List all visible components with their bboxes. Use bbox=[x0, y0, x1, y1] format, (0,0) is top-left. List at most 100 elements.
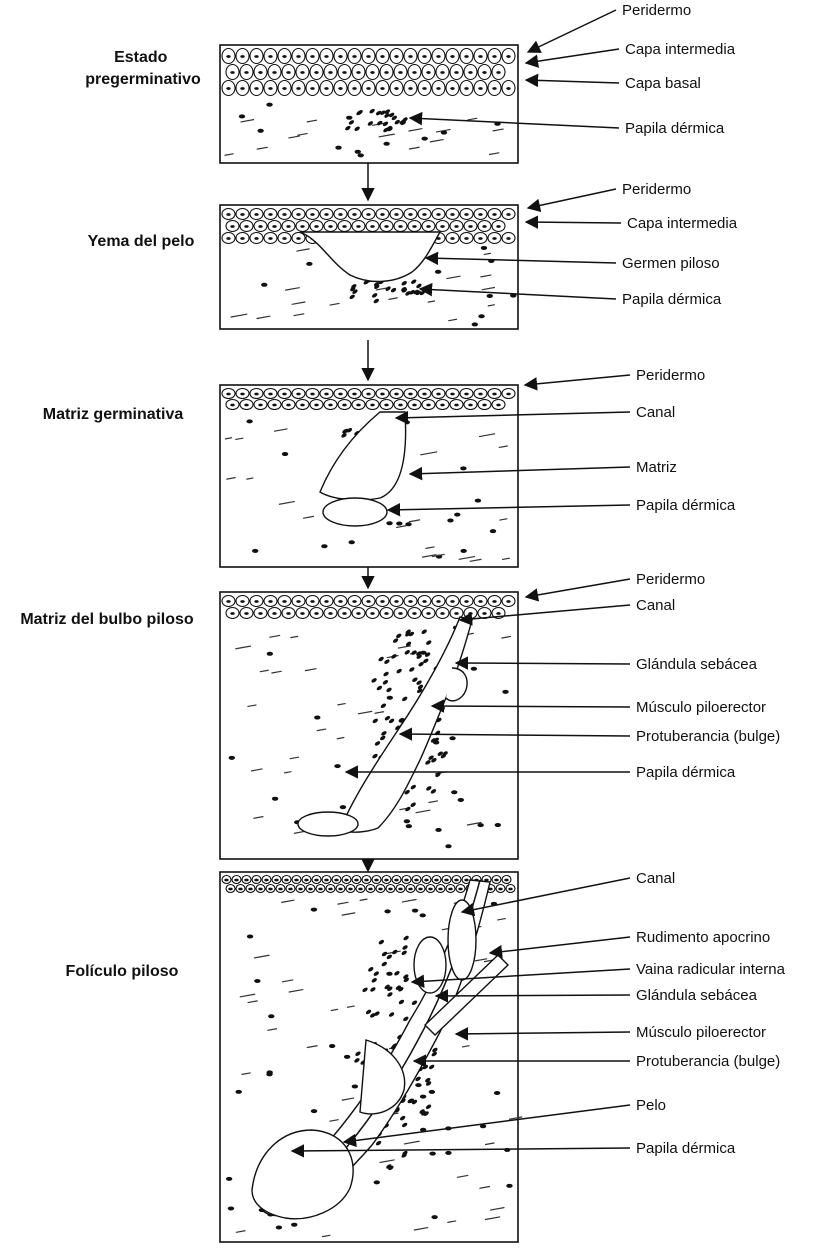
cell-nucleus bbox=[314, 879, 318, 882]
cell-nucleus bbox=[294, 879, 298, 882]
dermal-cell bbox=[420, 913, 426, 917]
dermal-cell bbox=[355, 150, 361, 154]
dermal-cell bbox=[252, 549, 258, 553]
cell-nucleus bbox=[268, 393, 272, 396]
cell-nucleus bbox=[240, 237, 244, 240]
cell-nucleus bbox=[226, 87, 230, 90]
cell-nucleus bbox=[398, 404, 402, 407]
cell-nucleus bbox=[296, 600, 300, 603]
cell-nucleus bbox=[282, 600, 286, 603]
cell-nucleus bbox=[422, 87, 426, 90]
cell-nucleus bbox=[300, 612, 304, 615]
dermal-cell bbox=[429, 1090, 435, 1094]
cell-nucleus bbox=[444, 879, 448, 882]
cell-nucleus bbox=[324, 55, 328, 58]
cell-nucleus bbox=[438, 888, 442, 891]
cell-nucleus bbox=[254, 55, 258, 58]
cell-nucleus bbox=[482, 404, 486, 407]
dermal-cell bbox=[340, 805, 346, 809]
cell-nucleus bbox=[450, 87, 454, 90]
cell-nucleus bbox=[268, 87, 272, 90]
cell-nucleus bbox=[328, 225, 332, 228]
cell-nucleus bbox=[398, 888, 402, 891]
cell-nucleus bbox=[408, 213, 412, 216]
cell-nucleus bbox=[230, 612, 234, 615]
cell-nucleus bbox=[448, 888, 452, 891]
cell-nucleus bbox=[370, 404, 374, 407]
cell-nucleus bbox=[342, 225, 346, 228]
dermal-cell bbox=[406, 824, 412, 828]
dermal-cell bbox=[396, 522, 402, 526]
cell-nucleus bbox=[464, 87, 468, 90]
cell-nucleus bbox=[436, 87, 440, 90]
callout-label: Canal bbox=[636, 404, 675, 421]
cell-nucleus bbox=[482, 71, 486, 74]
cell-nucleus bbox=[356, 225, 360, 228]
cell-nucleus bbox=[450, 213, 454, 216]
cell-nucleus bbox=[454, 404, 458, 407]
cell-nucleus bbox=[308, 888, 312, 891]
cell-nucleus bbox=[258, 888, 262, 891]
cell-nucleus bbox=[464, 237, 468, 240]
cell-nucleus bbox=[352, 600, 356, 603]
callout-label: Germen piloso bbox=[622, 255, 720, 272]
cell-nucleus bbox=[494, 879, 498, 882]
cell-nucleus bbox=[296, 237, 300, 240]
dermal-cell bbox=[386, 972, 392, 976]
cell-nucleus bbox=[388, 888, 392, 891]
epidermis-1 bbox=[222, 49, 515, 96]
cell-nucleus bbox=[224, 879, 228, 882]
cell-nucleus bbox=[506, 393, 510, 396]
cell-nucleus bbox=[354, 879, 358, 882]
cell-nucleus bbox=[272, 225, 276, 228]
cell-nucleus bbox=[366, 393, 370, 396]
cell-nucleus bbox=[226, 393, 230, 396]
leader-arrow bbox=[528, 189, 616, 208]
cell-nucleus bbox=[342, 404, 346, 407]
cell-nucleus bbox=[296, 213, 300, 216]
cell-nucleus bbox=[310, 600, 314, 603]
cell-nucleus bbox=[314, 71, 318, 74]
dermal-cell bbox=[311, 908, 317, 912]
cell-nucleus bbox=[230, 225, 234, 228]
cell-nucleus bbox=[254, 600, 258, 603]
dermal-cell bbox=[404, 819, 410, 823]
dermal-cell bbox=[495, 823, 501, 827]
cell-nucleus bbox=[282, 213, 286, 216]
cell-nucleus bbox=[380, 55, 384, 58]
cell-nucleus bbox=[258, 404, 262, 407]
cell-nucleus bbox=[324, 393, 328, 396]
cell-nucleus bbox=[412, 225, 416, 228]
dermal-cell bbox=[490, 529, 496, 533]
cell-nucleus bbox=[268, 55, 272, 58]
dermal-cell bbox=[229, 756, 235, 760]
dermal-cell bbox=[236, 1090, 242, 1094]
dermal-cell bbox=[261, 283, 267, 287]
dermal-cell bbox=[329, 1044, 335, 1048]
leader-arrow bbox=[528, 10, 616, 52]
callout-label: Papila dérmica bbox=[636, 764, 736, 781]
cell-nucleus bbox=[394, 600, 398, 603]
dermal-cell bbox=[247, 935, 253, 939]
cell-nucleus bbox=[506, 55, 510, 58]
cell-nucleus bbox=[464, 55, 468, 58]
cell-nucleus bbox=[356, 71, 360, 74]
stage-title-hair-follicle: Folículo piloso bbox=[66, 963, 179, 980]
cell-nucleus bbox=[226, 213, 230, 216]
cell-nucleus bbox=[426, 71, 430, 74]
cell-nucleus bbox=[440, 404, 444, 407]
cell-nucleus bbox=[310, 213, 314, 216]
cell-nucleus bbox=[492, 213, 496, 216]
cell-nucleus bbox=[310, 393, 314, 396]
callout-label: Músculo piloerector bbox=[636, 1024, 766, 1041]
cell-nucleus bbox=[450, 55, 454, 58]
cell-nucleus bbox=[310, 55, 314, 58]
cell-nucleus bbox=[380, 600, 384, 603]
cell-nucleus bbox=[298, 888, 302, 891]
callout-label: Peridermo bbox=[622, 181, 691, 198]
dermal-cell bbox=[228, 1207, 234, 1211]
cell-nucleus bbox=[286, 225, 290, 228]
dermal-cell bbox=[445, 844, 451, 848]
cell-nucleus bbox=[464, 879, 468, 882]
